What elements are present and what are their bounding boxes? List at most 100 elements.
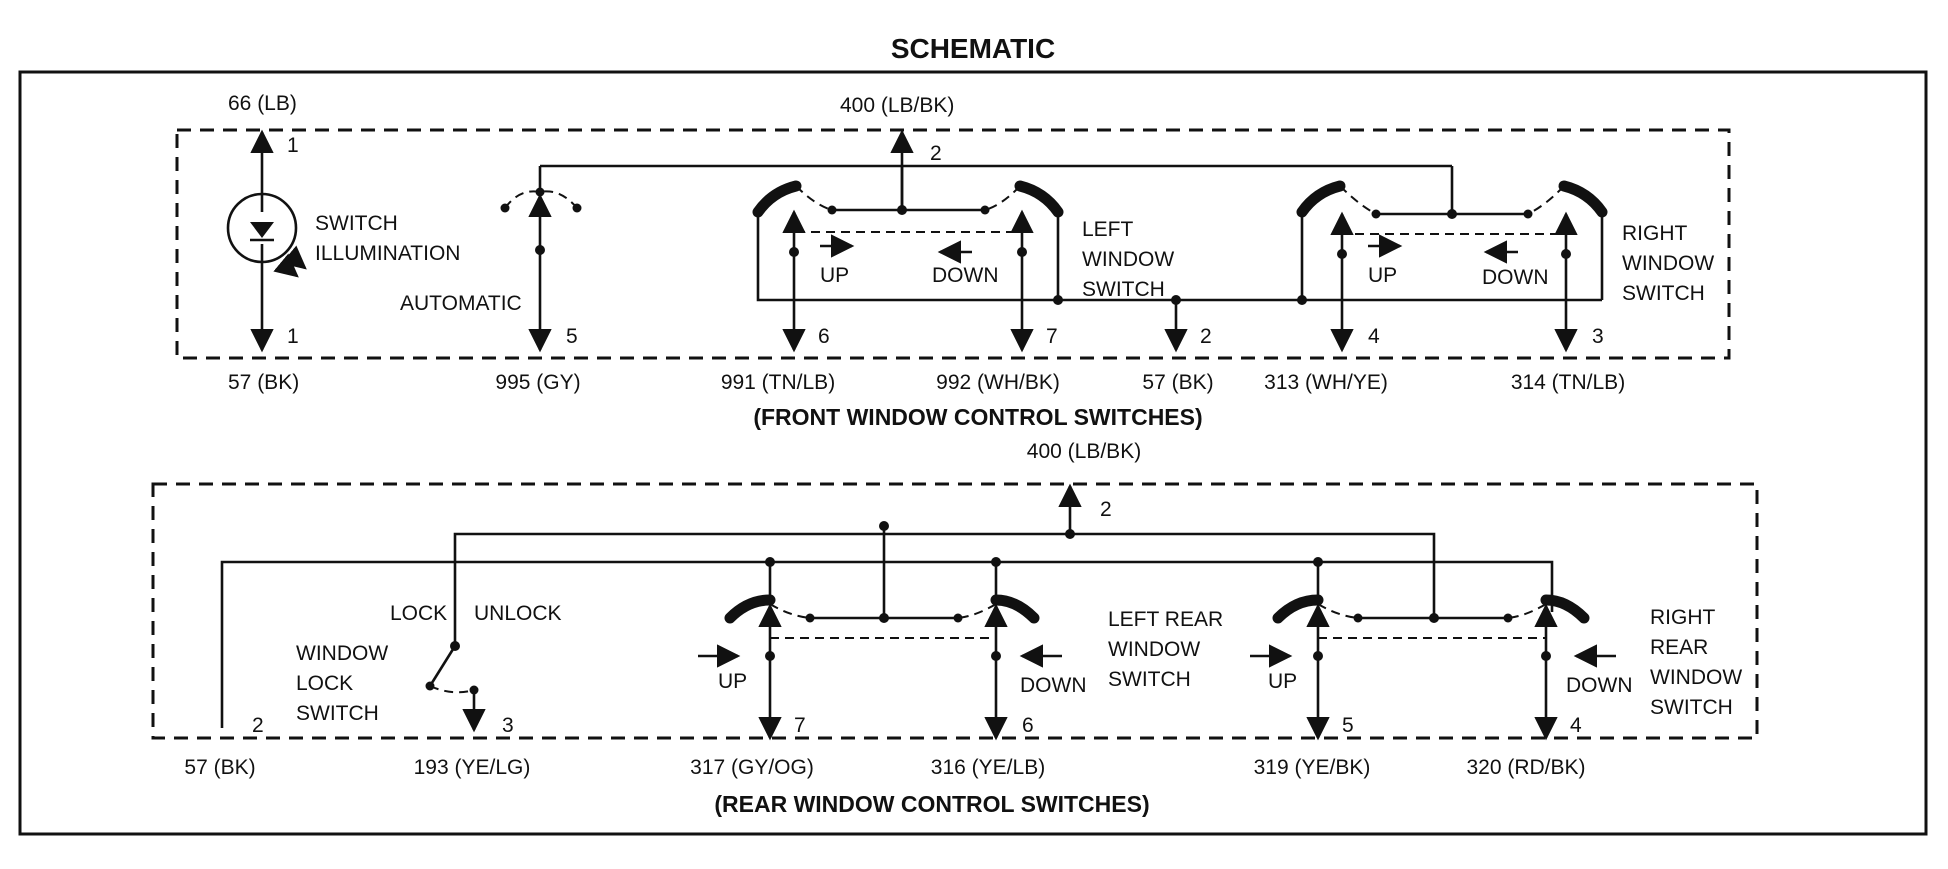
right-down-label: DOWN — [1482, 266, 1549, 289]
front-ground-bus-left — [756, 212, 1302, 302]
left-rear-label-3: SWITCH — [1108, 668, 1191, 691]
front-top-pin: 2 — [930, 142, 942, 165]
left-down-label: DOWN — [932, 264, 999, 287]
switch-illumination: 66 (LB) 1 SWITCH ILLUMINATION 1 57 (BK) — [226, 92, 460, 394]
right-switch-rocker-down — [1558, 180, 1608, 218]
front-ground: 2 57 (BK) — [756, 212, 1604, 394]
front-connector-outline — [175, 128, 1731, 360]
left-rear-up-pin: 7 — [794, 714, 806, 737]
right-window-switch: UP DOWN RIGHT WINDOW SWITCH 4 3 313 (WH/… — [1264, 180, 1714, 394]
left-switch-rocker-up — [752, 180, 802, 218]
right-rear-window-switch: UP DOWN RIGHT REAR WINDOW SWITCH 5 4 319… — [1250, 562, 1742, 779]
automatic-switch: AUTOMATIC 5 995 (GY) — [400, 166, 582, 394]
rear-caption: (REAR WINDOW CONTROL SWITCHES) — [714, 791, 1149, 817]
illum-pin-bottom: 1 — [287, 325, 299, 348]
rear-ground-wire: 57 (BK) — [184, 756, 255, 779]
junction-dot — [1053, 295, 1063, 305]
right-rear-blade — [1507, 603, 1547, 619]
lock-switch-label-2: LOCK — [296, 672, 353, 695]
right-up-pin: 4 — [1368, 325, 1380, 348]
left-switch-label-2: WINDOW — [1082, 248, 1174, 271]
auto-contact — [500, 203, 510, 213]
rear-connector-outline — [151, 482, 1759, 740]
right-rear-up-label: UP — [1268, 670, 1297, 693]
front-top-wire: 400 (LB/BK) — [840, 94, 954, 117]
front-feed: 400 (LB/BK) 2 — [540, 94, 1454, 214]
right-switch-label-2: WINDOW — [1622, 252, 1714, 275]
right-rear-down-label: DOWN — [1566, 674, 1633, 697]
left-switch-rocker-down — [1014, 180, 1064, 218]
left-up-label: UP — [820, 264, 849, 287]
automatic-pin: 5 — [566, 325, 578, 348]
left-rear-down-wire: 316 (YE/LB) — [931, 756, 1045, 779]
right-rear-label-2: REAR — [1650, 636, 1708, 659]
left-down-pin: 7 — [1046, 325, 1058, 348]
rear-top-pin: 2 — [1100, 498, 1112, 521]
right-switch-blade — [1527, 185, 1565, 215]
outer-frame — [18, 70, 1928, 836]
right-switch-blade — [1339, 185, 1377, 215]
left-window-switch: UP DOWN LEFT WINDOW SWITCH 6 7 991 (TN/L… — [721, 180, 1174, 394]
left-rear-up-wire: 317 (GY/OG) — [690, 756, 814, 779]
illum-pin-top: 1 — [287, 134, 299, 157]
right-down-wire: 314 (TN/LB) — [1511, 371, 1625, 394]
illum-wire-top: 66 (LB) — [228, 92, 297, 115]
unlock-label: UNLOCK — [474, 602, 562, 625]
junction-dot — [1065, 529, 1075, 539]
right-switch-rocker-up — [1296, 180, 1346, 218]
illum-wire-bottom: 57 (BK) — [228, 371, 299, 394]
right-up-label: UP — [1368, 264, 1397, 287]
page-title: SCHEMATIC — [891, 33, 1055, 64]
left-switch-blade — [795, 185, 833, 211]
left-rear-window-switch: UP DOWN LEFT REAR WINDOW SWITCH 7 6 317 … — [690, 562, 1223, 779]
left-switch-label-3: SWITCH — [1082, 278, 1165, 301]
rear-upper-bus — [453, 532, 1436, 644]
lock-switch-label-1: WINDOW — [296, 642, 388, 665]
rear-ground-pin: 2 — [252, 714, 264, 737]
left-rear-label-2: WINDOW — [1108, 638, 1200, 661]
right-rear-blade — [1317, 603, 1359, 619]
lock-wire: 193 (YE/LG) — [414, 756, 531, 779]
left-rear-down-pin: 6 — [1022, 714, 1034, 737]
left-up-wire: 991 (TN/LB) — [721, 371, 835, 394]
auto-contact — [572, 203, 582, 213]
contact-dot — [425, 681, 435, 691]
right-rear-up-wire: 319 (YE/BK) — [1254, 756, 1371, 779]
right-rear-rocker-down — [1540, 594, 1590, 624]
right-down-pin: 3 — [1592, 325, 1604, 348]
left-switch-label-1: LEFT — [1082, 218, 1134, 241]
rear-ground-bus — [220, 560, 1554, 728]
light-ray-icon — [281, 245, 307, 270]
right-up-wire: 313 (WH/YE) — [1264, 371, 1388, 394]
left-switch-blade — [984, 185, 1021, 211]
left-rear-label-1: LEFT REAR — [1108, 608, 1223, 631]
lock-switch-link — [429, 685, 475, 694]
left-rear-blade — [957, 603, 997, 619]
automatic-wire: 995 (GY) — [495, 371, 580, 394]
left-rear-rocker-up — [724, 594, 776, 624]
right-rear-rocker-up — [1272, 594, 1324, 624]
right-rear-label-4: SWITCH — [1650, 696, 1733, 719]
lock-pin: 3 — [502, 714, 514, 737]
left-down-wire: 992 (WH/BK) — [936, 371, 1060, 394]
rear-switches-group: 400 (LB/BK) 2 2 57 (BK) LOCK UNLOCK WIND… — [151, 440, 1759, 817]
led-diode-icon — [250, 222, 274, 238]
right-rear-down-wire: 320 (RD/BK) — [1466, 756, 1585, 779]
right-rear-down-pin: 4 — [1570, 714, 1582, 737]
left-rear-up-label: UP — [718, 670, 747, 693]
automatic-label: AUTOMATIC — [400, 292, 522, 315]
right-switch-label-1: RIGHT — [1622, 222, 1688, 245]
right-switch-label-3: SWITCH — [1622, 282, 1705, 305]
light-ray-icon — [273, 253, 299, 278]
left-rear-blade — [769, 603, 811, 619]
lock-label: LOCK — [390, 602, 447, 625]
rear-top-wire: 400 (LB/BK) — [1027, 440, 1141, 463]
left-rear-down-label: DOWN — [1020, 674, 1087, 697]
front-switches-group: 66 (LB) 1 SWITCH ILLUMINATION 1 57 (BK) … — [175, 92, 1731, 430]
illum-label-1: SWITCH — [315, 212, 398, 235]
front-caption: (FRONT WINDOW CONTROL SWITCHES) — [753, 404, 1202, 430]
left-rear-rocker-down — [990, 594, 1040, 624]
left-up-pin: 6 — [818, 325, 830, 348]
